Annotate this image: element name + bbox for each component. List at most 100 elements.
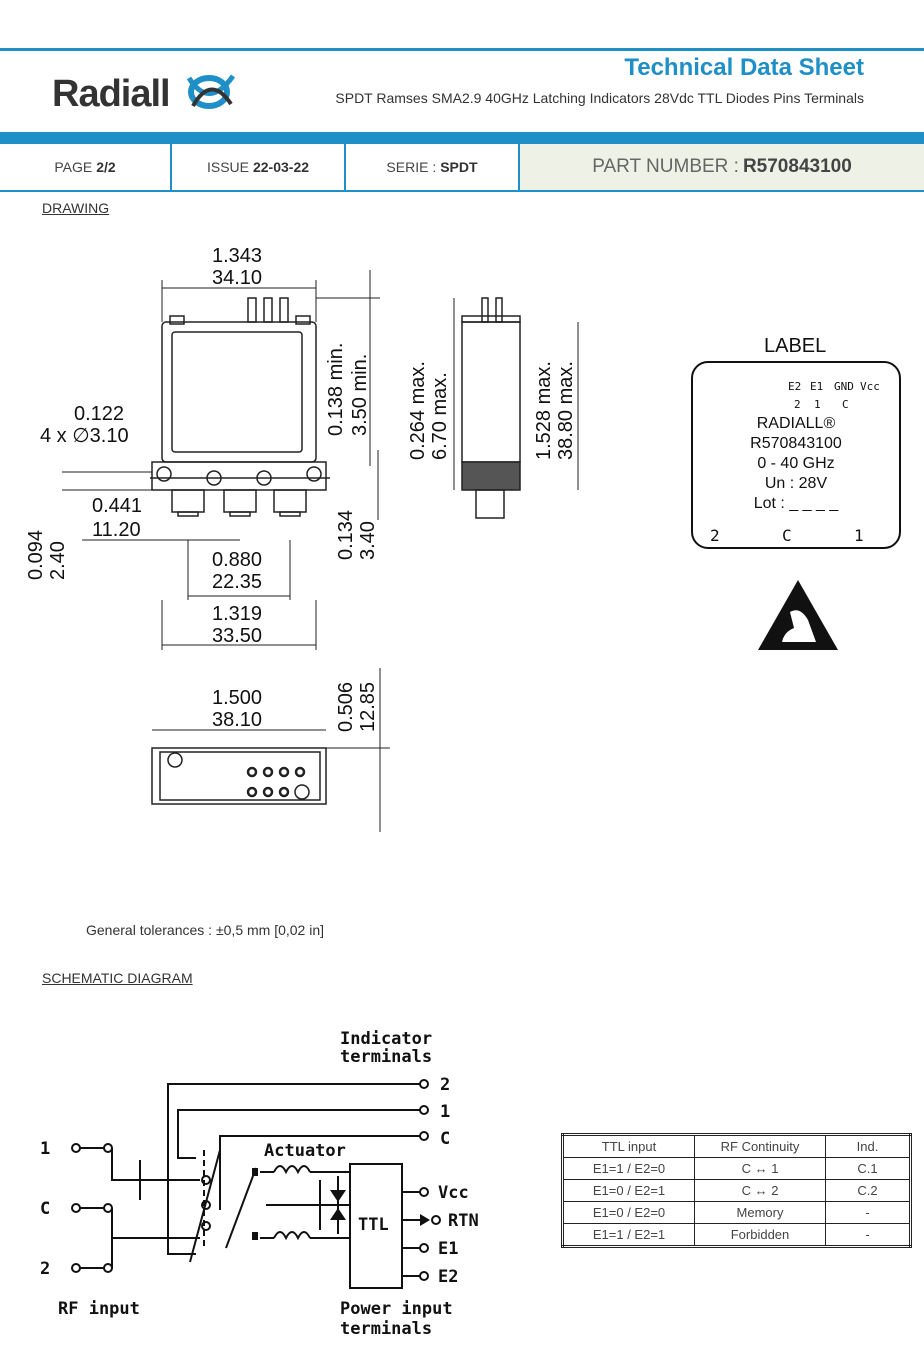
label-pin-vcc: Vcc (860, 380, 880, 393)
dim-spacing-mm: 22.35 (212, 571, 262, 593)
schematic-section-title: SCHEMATIC DIAGRAM (42, 970, 193, 986)
drawing-section-title: DRAWING (42, 200, 110, 216)
rf-pin-1: 1 (40, 1139, 50, 1159)
power-pin-rtn: RTN (448, 1211, 479, 1231)
part-number-label: PART NUMBER : (592, 156, 739, 177)
general-tolerances: General tolerances : ±0,5 mm [0,02 in] (86, 922, 325, 938)
dim-hole-in: 0.122 (74, 403, 124, 425)
table-cell: C ↔ 2 (694, 1179, 826, 1202)
serie-cell: SERIE : SPDT (346, 144, 520, 190)
page-label: PAGE (54, 159, 93, 175)
schematic-diagram: Indicator terminals 2 1 C 1 C 2 RF input… (40, 1029, 479, 1339)
dim-flange-thk-in: 0.094 (25, 530, 47, 580)
indicator-title-2: terminals (340, 1047, 432, 1067)
table-header-row: TTL input RF Continuity Ind. (562, 1134, 911, 1158)
brand-name: Radiall (52, 73, 171, 115)
table-cell: C.1 (825, 1157, 911, 1180)
serie-value: SPDT (440, 159, 478, 175)
table-cell: E1=1 / E2=0 (562, 1157, 695, 1180)
indicator-pin-1: 1 (440, 1102, 450, 1122)
dim-pins-mm: 3.50 min. (349, 354, 371, 436)
mounting-flange (151, 461, 327, 491)
ttl-truth-table: TTL input RF Continuity Ind. E1=1 / E2=0… (561, 1133, 912, 1248)
info-bar: PAGE 2/2 ISSUE 22-03-22 SERIE : SPDT PAR… (0, 144, 924, 192)
power-pin-e1: E1 (438, 1239, 458, 1259)
label-port-1: 1 (854, 526, 864, 545)
label-pin-gnd: GND (834, 380, 854, 393)
issue-value: 22-03-22 (252, 159, 310, 175)
esd-warning-icon (758, 580, 838, 650)
table-cell: Forbidden (694, 1223, 826, 1247)
dim-length-in: 1.500 (212, 687, 262, 709)
dim-flange-thk-mm: 2.40 (47, 541, 69, 580)
dim-length-mm: 38.10 (212, 709, 262, 731)
brand-logo: Radiall (52, 70, 241, 116)
label-line-freq: 0 - 40 GHz (757, 455, 834, 472)
switch-body-front (161, 321, 317, 463)
dim-depth-mm: 12.85 (357, 682, 379, 732)
indicator-title-1: Indicator (340, 1029, 432, 1049)
table-header: TTL input (562, 1134, 695, 1158)
power-title-1: Power input (340, 1299, 453, 1319)
rf-pin-c: C (40, 1199, 50, 1219)
table-cell: - (825, 1223, 911, 1247)
dim-conn-mm: 3.40 (357, 521, 379, 560)
dim-offset-in: 0.441 (92, 495, 142, 517)
table-cell: - (825, 1201, 911, 1224)
dim-spacing-in: 0.880 (212, 549, 262, 571)
table-cell: E1=1 / E2=1 (562, 1223, 695, 1247)
label-title: LABEL (764, 335, 826, 357)
dim-flange-mm: 33.50 (212, 625, 262, 647)
table-cell: C ↔ 1 (694, 1157, 826, 1180)
table-row: E1=0 / E2=0 Memory - (562, 1201, 911, 1224)
label-pin-2: 2 (794, 398, 801, 411)
dim-conn-in: 0.134 (335, 510, 357, 560)
dim-depth-in: 0.506 (335, 682, 357, 732)
switch-body-side (461, 321, 521, 463)
label-pin-1: 1 (814, 398, 821, 411)
dim-offset-mm: 11.20 (92, 519, 141, 541)
label-pin-e2: E2 (788, 380, 801, 393)
table-header: RF Continuity (694, 1134, 826, 1158)
power-title-2: terminals (340, 1319, 432, 1339)
header-band (0, 132, 924, 144)
table-row: E1=1 / E2=1 Forbidden - (562, 1223, 911, 1247)
page-cell: PAGE 2/2 (0, 144, 172, 190)
table-header: Ind. (825, 1134, 911, 1158)
ttl-block-label: TTL (358, 1215, 389, 1235)
power-pin-vcc: Vcc (438, 1183, 469, 1203)
label-pin-e1: E1 (810, 380, 823, 393)
label-line-brand: RADIALL® (757, 415, 836, 432)
part-number-cell: PART NUMBER : R570843100 (520, 144, 924, 190)
label-box (691, 361, 901, 549)
label-port-c: C (782, 526, 792, 545)
rf-input-title: RF input (58, 1299, 140, 1319)
table-row: E1=1 / E2=0 C ↔ 1 C.1 (562, 1157, 911, 1180)
dim-width-in: 1.343 (212, 245, 262, 267)
label-pin-c: C (842, 398, 849, 411)
indicator-pin-2: 2 (440, 1075, 450, 1095)
issue-cell: ISSUE 22-03-22 (172, 144, 346, 190)
dim-thickness-mm: 6.70 max. (429, 372, 451, 460)
document-subtitle: SPDT Ramses SMA2.9 40GHz Latching Indica… (335, 90, 864, 106)
dim-height-mm: 38.80 max. (555, 361, 577, 460)
table-cell: E1=0 / E2=1 (562, 1179, 695, 1202)
issue-label: ISSUE (206, 159, 249, 175)
label-line-pn: R570843100 (750, 435, 842, 452)
table-cell: E1=0 / E2=0 (562, 1201, 695, 1224)
dim-height-in: 1.528 max. (533, 361, 555, 460)
table-row: E1=0 / E2=1 C ↔ 2 C.2 (562, 1179, 911, 1202)
power-pin-e2: E2 (438, 1267, 458, 1287)
label-line-lot: Lot : _ _ _ _ (754, 495, 840, 512)
table-cell: Memory (694, 1201, 826, 1224)
switch-body-bottom (151, 747, 327, 805)
dim-hole-mm: 4 x ∅3.10 (40, 425, 129, 447)
dim-thickness-in: 0.264 max. (407, 361, 429, 460)
table-cell: C.2 (825, 1179, 911, 1202)
part-number-value: R570843100 (742, 156, 852, 177)
dim-flange-in: 1.319 (212, 603, 262, 625)
logo-swirl-icon (187, 74, 236, 109)
page-value: 2/2 (96, 159, 116, 175)
actuator-title: Actuator (264, 1141, 346, 1161)
dim-width-mm: 34.10 (212, 267, 262, 289)
